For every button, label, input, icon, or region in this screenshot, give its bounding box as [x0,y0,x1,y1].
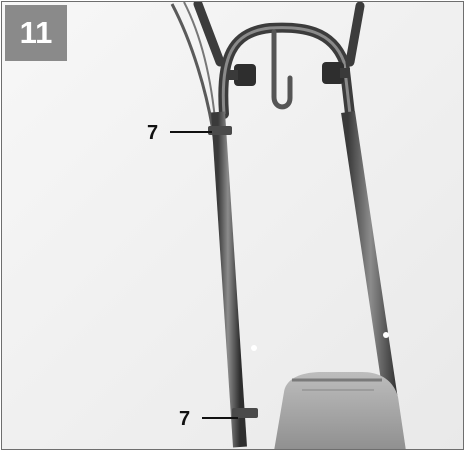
callout-label-upper: 7 [147,122,159,144]
cable-clip-upper [208,126,232,135]
right-knob-icon [322,62,350,84]
figure-number-badge: 11 [5,5,67,61]
callout-leader-lower [202,417,238,419]
motor-housing [274,372,406,449]
callout-label-lower: 7 [179,408,191,430]
left-handle-tube [211,111,247,448]
cable-clip-lower [232,408,258,418]
cable-hook-icon [271,29,293,110]
product-photo [2,2,463,449]
callout-leader-upper [170,131,212,133]
left-knob-icon [228,64,256,86]
